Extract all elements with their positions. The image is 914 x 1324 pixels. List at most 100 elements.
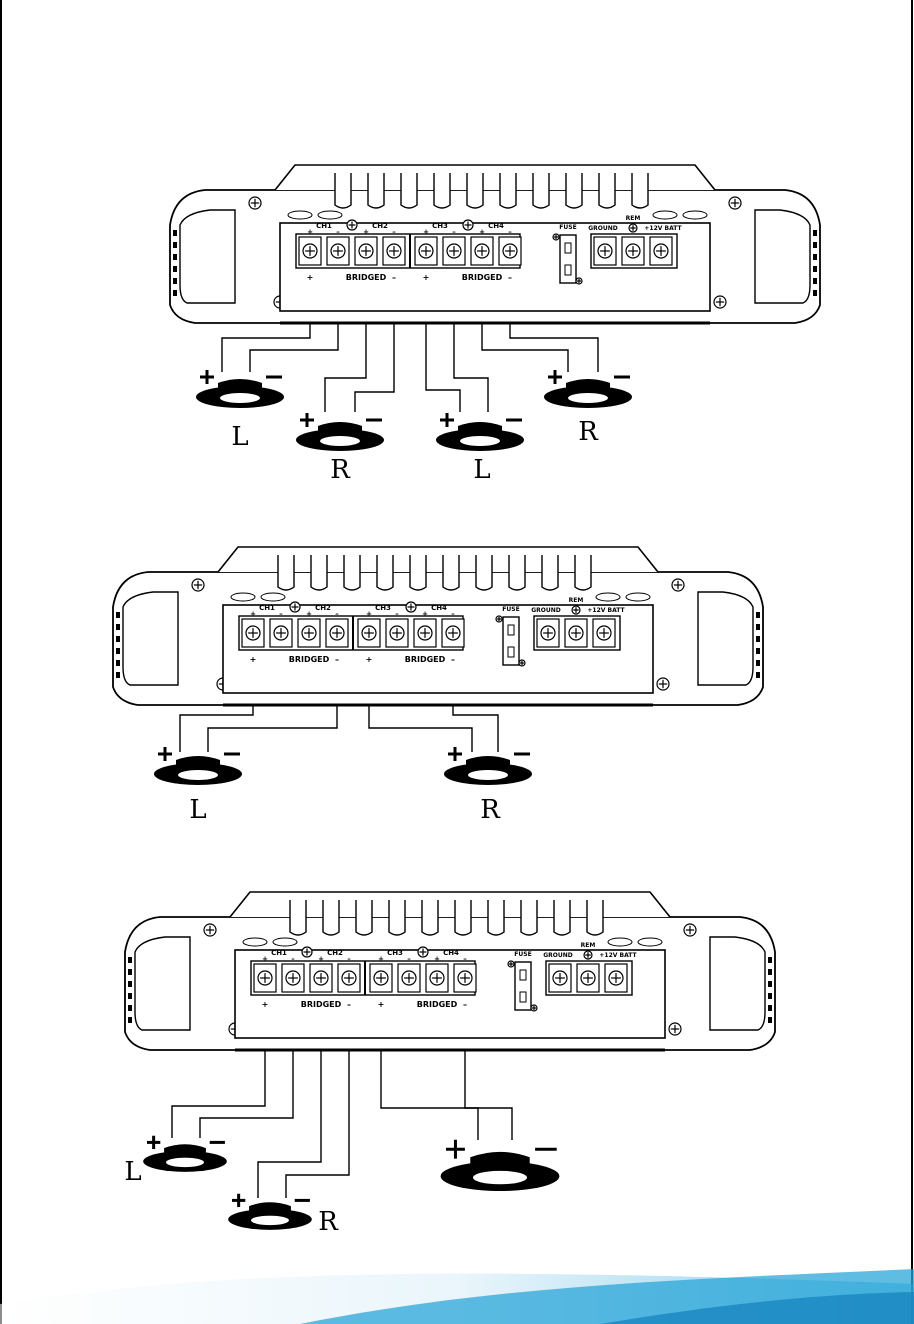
polarity-mark: + [307,228,313,236]
screw-icon [553,971,567,985]
bridged-label: BRIDGED [417,1000,458,1009]
screw-icon [419,244,433,258]
bridged-minus: – [463,1000,467,1009]
heatsink-fin [401,173,417,208]
speaker-label: L [124,1157,141,1187]
vent-slot [813,278,817,284]
polarity-mark: – [291,955,295,963]
polarity-mark: – [395,610,399,618]
wire [426,323,460,412]
polarity-mark: – [452,228,456,236]
screw-icon [684,924,696,936]
polarity-mark: – [451,610,455,618]
bridged-plus: + [262,1000,269,1009]
heatsink-fin [368,173,384,208]
screw-icon [503,244,517,258]
screw-icon [629,224,637,232]
screw-icon [541,626,555,640]
vent-slot [128,957,132,963]
polarity-mark: + [262,955,268,963]
wire [369,705,472,752]
speaker-label: R [480,795,501,825]
screw-icon [654,244,668,258]
vent-slot [173,230,177,236]
wire [172,1050,265,1138]
speaker-rear-left: L [436,413,524,485]
screw-icon [359,244,373,258]
vent-slot [173,278,177,284]
polarity-mark: + [250,610,256,618]
heatsink-fin [575,555,591,590]
screw-icon [669,1023,681,1035]
speaker-right: R [228,1194,339,1237]
speaker-rear-right: R [544,370,632,447]
vent-slot [813,266,817,272]
bridged-label: BRIDGED [301,1000,342,1009]
bridged-plus: + [366,655,373,664]
vent-slot [173,266,177,272]
polarity-mark: + [479,228,485,236]
screw-icon [714,296,726,308]
ch2-label: CH2 [327,949,343,957]
bridged-minus: – [508,273,512,282]
heatsink-fin [389,900,405,935]
speaker-front-left: L [196,370,284,452]
batt-label: +12V BATT [599,952,637,959]
screw-icon [331,244,345,258]
ch4-label: CH4 [488,222,504,230]
left-side-panel [123,592,178,685]
left-side-panel [135,937,190,1030]
wire [510,323,598,372]
heatsink-fin [290,900,306,935]
heatsink-fin [410,555,426,590]
screw-icon [390,626,404,640]
right-side-panel [755,210,810,303]
polarity-mark: – [279,610,283,618]
vent-slot [756,624,760,630]
screw-icon [418,947,428,957]
vent-slot [173,290,177,296]
ch3-label: CH3 [432,222,448,230]
screw-icon [446,626,460,640]
polarity-mark: – [335,610,339,618]
speaker-left: L [124,1136,226,1187]
fuse-holder [560,235,576,283]
vent-slot [756,648,760,654]
polarity-mark: – [347,955,351,963]
polarity-mark: + [366,610,372,618]
wire [454,323,488,412]
bridged-minus: – [335,655,339,664]
heatsink-fin [344,555,360,590]
screw-icon [553,234,559,240]
ch3-label: CH3 [387,949,403,957]
heatsink-fin [278,555,294,590]
right-side-panel [698,592,753,685]
bridged-label: BRIDGED [346,273,387,282]
vent-slot [116,672,120,678]
heatsink-fin [311,555,327,590]
polarity-mark: – [336,228,340,236]
rem-label: REM [581,942,596,949]
vent-slot [756,612,760,618]
ground-label: GROUND [588,225,618,232]
heatsink-fin [335,173,351,208]
decorative-wave [0,1264,914,1324]
wire [381,1050,478,1140]
screw-icon [458,971,472,985]
wire [250,323,338,372]
screw-icon [249,197,261,209]
vent-slot [813,290,817,296]
screw-icon [302,626,316,640]
bridged-plus: + [423,273,430,282]
bridged-label: BRIDGED [405,655,446,664]
polarity-mark: + [363,228,369,236]
speaker-label: L [231,422,248,452]
heatsink-fin [422,900,438,935]
screw-icon [626,244,640,258]
wire [325,323,366,412]
speaker-label: R [330,455,351,485]
speaker-front-right: R [296,413,384,485]
wire [200,1050,293,1138]
screw-icon [330,626,344,640]
